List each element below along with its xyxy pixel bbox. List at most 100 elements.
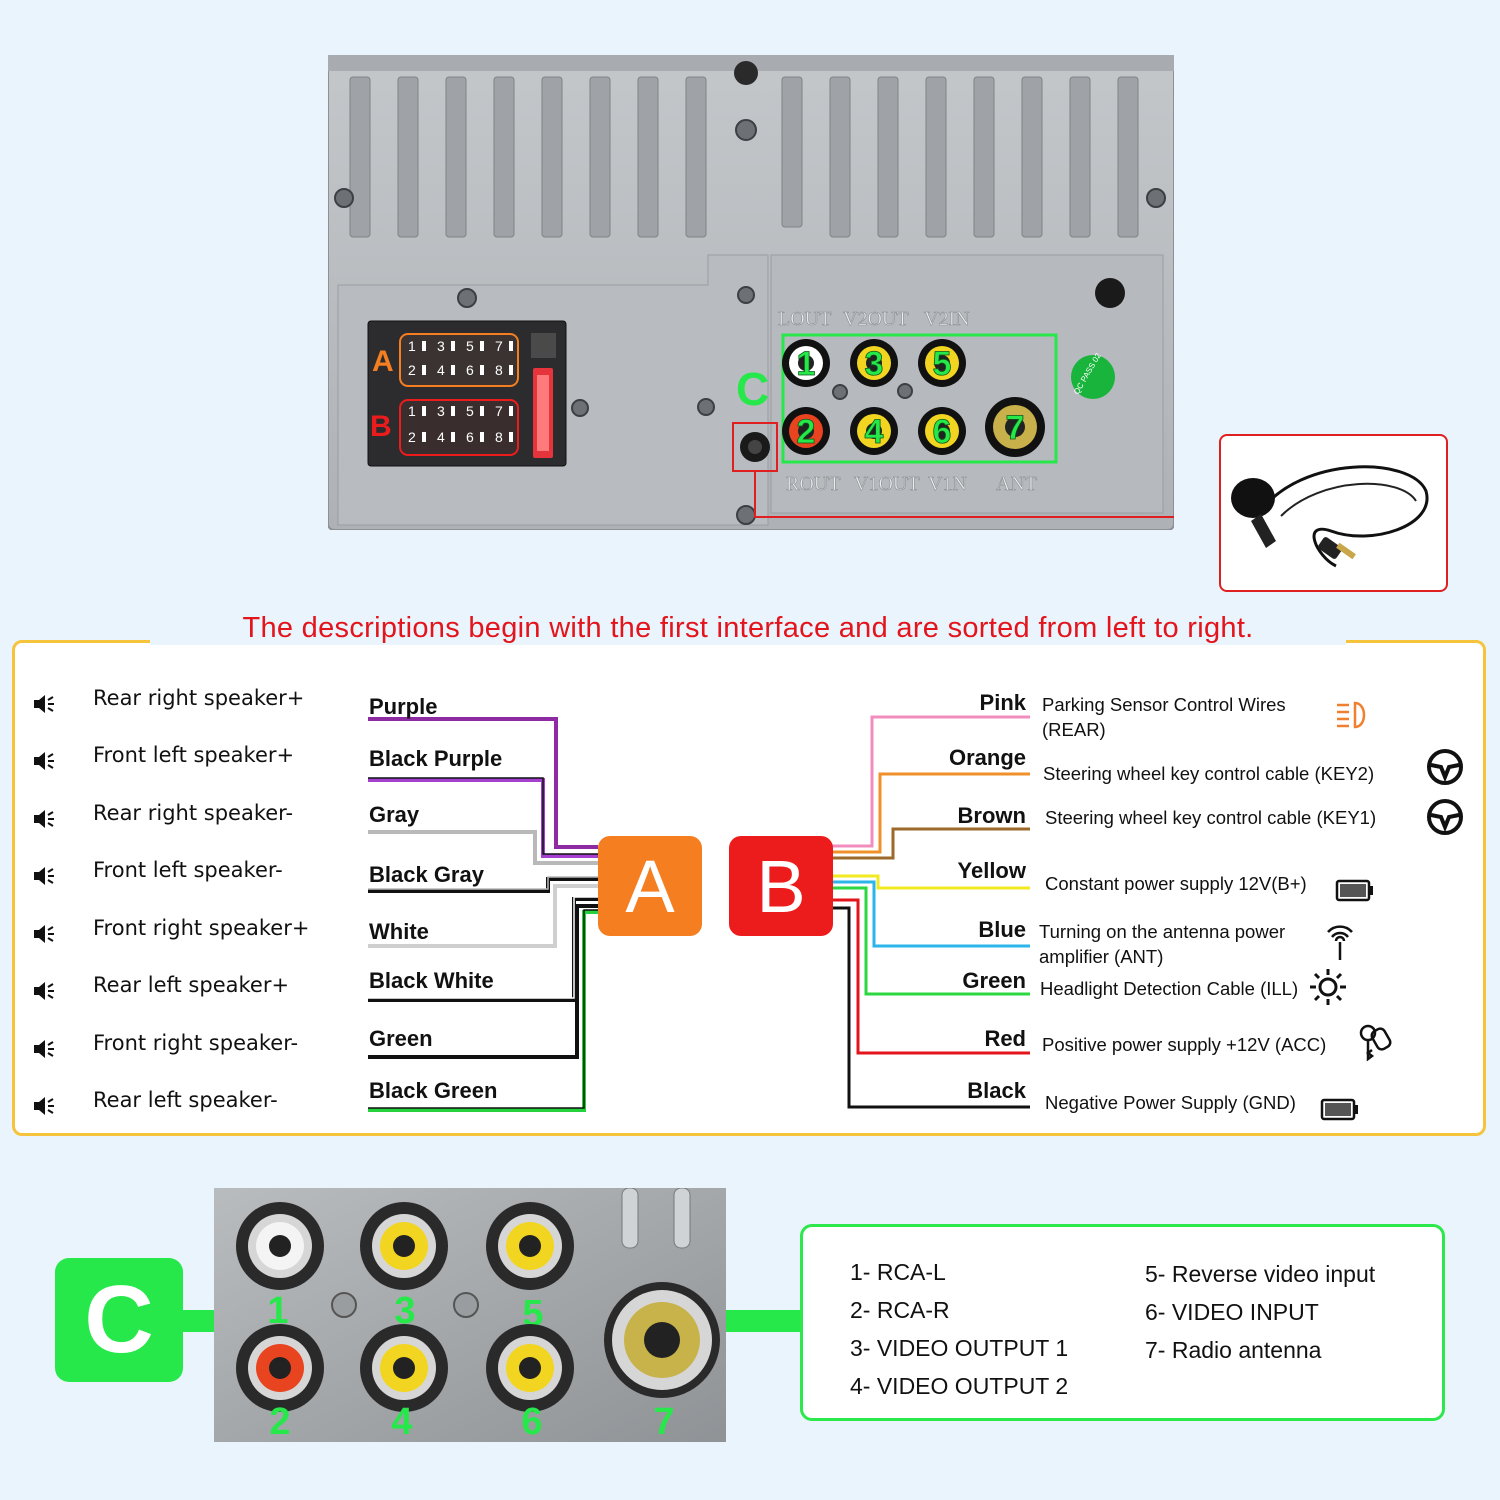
port-label-ant: ANT [996, 473, 1037, 495]
wire-b-description: Constant power supply 12V(B+) [1045, 873, 1307, 894]
wire-b-label: Pink [979, 690, 1026, 715]
iso-pin [480, 365, 484, 375]
wire-b-description: Steering wheel key control cable (KEY2) [1043, 763, 1375, 784]
rca-port-pin [644, 1322, 680, 1358]
connector-c-link-right [725, 1310, 801, 1332]
speaker-icon [34, 867, 54, 885]
iso-pin-number: 2 [408, 429, 416, 445]
speaker-label: Rear left speaker+ [93, 973, 290, 997]
port-label-v1n: V1N [928, 473, 967, 495]
rca-port-number: 3 [394, 1290, 415, 1332]
steering-wheel-icon [1427, 799, 1463, 835]
panel-title: The descriptions begin with the first in… [150, 612, 1346, 645]
wire-b-description: Negative Power Supply (GND) [1045, 1092, 1296, 1113]
rca-port-pin [269, 1357, 291, 1379]
iso-pin [509, 432, 513, 442]
rca-number: 1 [797, 345, 816, 383]
wire-b-description: amplifier (ANT) [1039, 946, 1164, 967]
wire-a-label: Black Green [369, 1078, 498, 1103]
legend-item-6: 6- VIDEO INPUT [1145, 1299, 1319, 1325]
wire-b-description: Positive power supply +12V (ACC) [1042, 1034, 1327, 1055]
battery-icon [1320, 1098, 1358, 1121]
rca-port-number: 6 [521, 1401, 542, 1442]
connector-a-box: A [598, 836, 702, 936]
port-label-lout: LOUT [778, 308, 831, 330]
speaker-label: Front left speaker+ [93, 743, 295, 767]
speaker-icon [34, 1040, 54, 1058]
connector-a-marker: A [372, 345, 394, 378]
connector-c-badge: C [55, 1258, 183, 1382]
battery-icon [1335, 879, 1373, 902]
port-label-v2in: V2IN [924, 308, 970, 330]
iso-pin-number: 5 [466, 338, 474, 354]
iso-pin [422, 406, 426, 416]
iso-pin [509, 341, 513, 351]
speaker-icon [34, 925, 54, 943]
wire-a-label: Purple [369, 694, 438, 719]
iso-pin [480, 432, 484, 442]
wire-b-label: Yellow [957, 858, 1026, 883]
speaker-icon [34, 982, 54, 1000]
speaker-icon [34, 1097, 54, 1115]
qc-pass-badge: QC PASS 02 [1071, 351, 1115, 399]
legend-item-2: 2- RCA-R [850, 1297, 950, 1323]
iso-pin-number: 8 [495, 362, 503, 378]
iso-pin [422, 432, 426, 442]
wire-b-description: (REAR) [1042, 719, 1106, 740]
iso-pin-number: 1 [408, 403, 416, 419]
rca-port-number: 7 [653, 1401, 674, 1442]
iso-pin [480, 341, 484, 351]
wire-b-description: Turning on the antenna power [1039, 921, 1286, 942]
sun-icon [1310, 969, 1346, 1005]
speaker-icon [34, 810, 54, 828]
iso-pin [451, 341, 455, 351]
rca-jack-pin [798, 423, 814, 439]
wire-b-label: Black [967, 1078, 1026, 1103]
wire-a-label: White [369, 919, 429, 944]
iso-pin-number: 7 [495, 403, 503, 419]
wire-b-label: Blue [978, 917, 1026, 942]
car-key-icon [1359, 1024, 1392, 1062]
iso-pin [509, 365, 513, 375]
rca-port-pin [519, 1357, 541, 1379]
port-label-v2out: V2OUT [843, 308, 909, 330]
rca-jack-pin [934, 355, 950, 371]
iso-pin [451, 432, 455, 442]
legend-item-7: 7- Radio antenna [1145, 1337, 1322, 1363]
speaker-label: Front right speaker+ [93, 916, 310, 940]
rca-jack-pin [798, 355, 814, 371]
iso-pin-number: 6 [466, 429, 474, 445]
wire-a-label: Black Gray [369, 862, 484, 887]
speaker-label: Rear right speaker- [93, 801, 294, 825]
rca-port-pin [393, 1357, 415, 1379]
speaker-icon [34, 752, 54, 770]
connector-c-legend: 1- RCA-L 2- RCA-R 3- VIDEO OUTPUT 1 4- V… [800, 1224, 1445, 1421]
headlight-icon [1337, 701, 1366, 729]
connector-c-link-left [183, 1310, 215, 1332]
microphone-callout [1219, 434, 1448, 592]
iso-pin-number: 4 [437, 429, 445, 445]
iso-pin-number: 6 [466, 362, 474, 378]
connector-b-box: B [729, 836, 833, 936]
legend-item-4: 4- VIDEO OUTPUT 2 [850, 1373, 1069, 1399]
connector-b-marker: B [370, 410, 392, 443]
rca-port-number: 2 [269, 1401, 290, 1442]
speaker-label: Front left speaker- [93, 858, 283, 882]
iso-pin-number: 8 [495, 429, 503, 445]
connector-c-marker: C [736, 363, 769, 415]
wire-b-description: Steering wheel key control cable (KEY1) [1045, 807, 1377, 828]
speaker-icon [34, 695, 54, 713]
rca-port-pin [519, 1235, 541, 1257]
legend-item-5: 5- Reverse video input [1145, 1261, 1376, 1287]
speaker-label: Front right speaker- [93, 1031, 299, 1055]
rca-number: 4 [865, 413, 884, 451]
iso-pin-number: 2 [408, 362, 416, 378]
legend-item-3: 3- VIDEO OUTPUT 1 [850, 1335, 1069, 1361]
iso-pin [422, 341, 426, 351]
iso-pin [451, 365, 455, 375]
iso-pin-number: 5 [466, 403, 474, 419]
rca-port-number: 1 [267, 1290, 288, 1332]
wire-b-description: Headlight Detection Cable (ILL) [1040, 978, 1299, 999]
steering-wheel-icon [1427, 749, 1463, 785]
